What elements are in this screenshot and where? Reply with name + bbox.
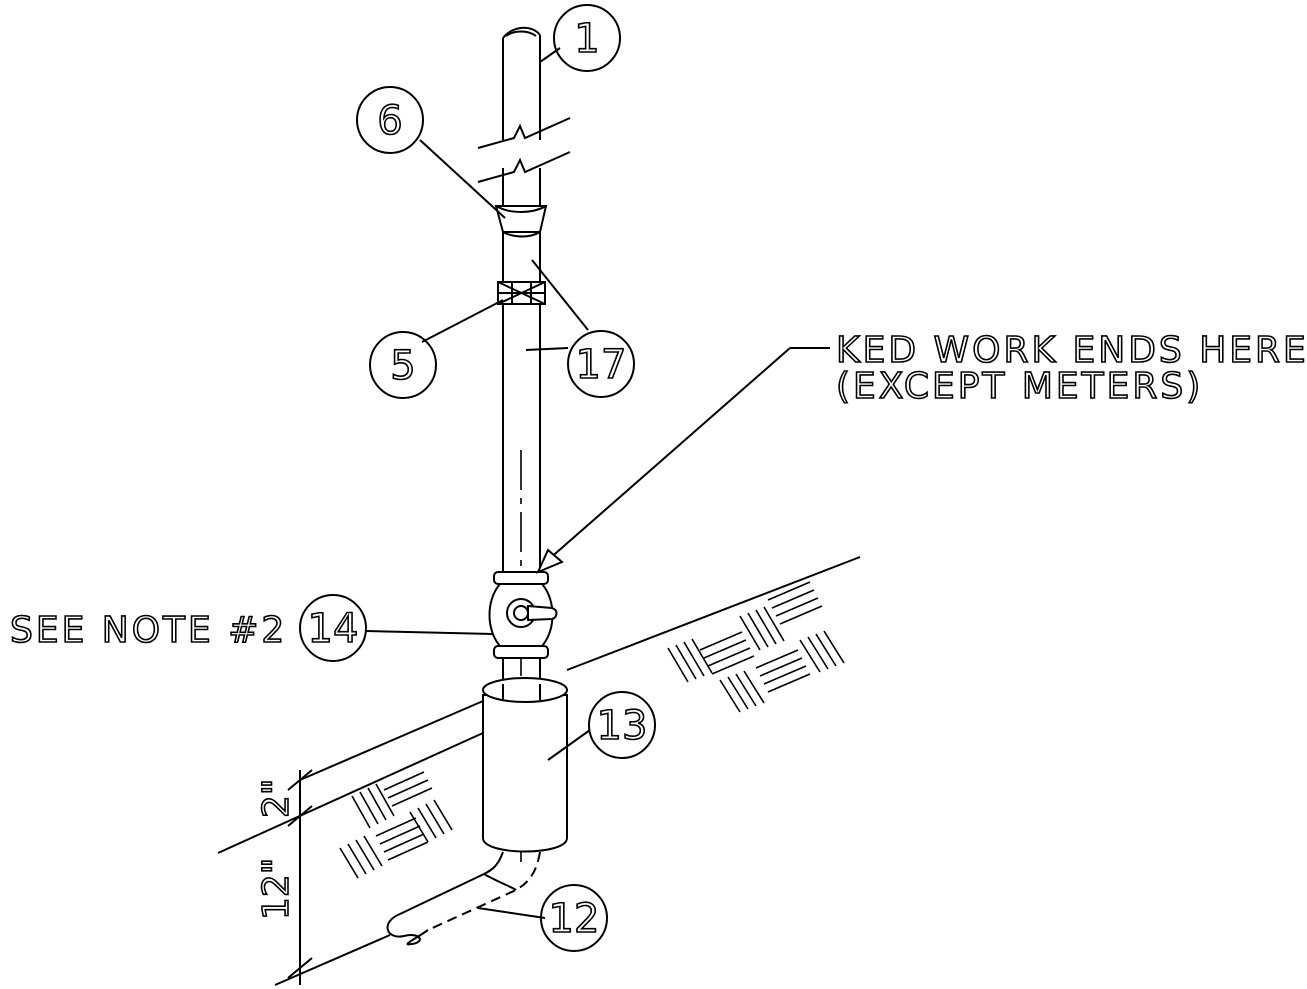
balloon-1: 1: [553, 4, 621, 72]
balloon-label: 6: [377, 98, 402, 144]
soil-hatch-right: [667, 581, 845, 713]
see-note-label: SEE NOTE #2: [10, 610, 287, 651]
ground-surface-lines: [217, 556, 861, 986]
balloon-label: 5: [390, 343, 415, 389]
balloon-12: 12: [540, 884, 608, 952]
service-line: [386, 851, 541, 946]
balloon-6: 6: [356, 86, 424, 154]
curb-valve: [488, 571, 558, 690]
balloon-label: 12: [549, 896, 600, 942]
union-nut: [497, 281, 546, 305]
balloon-label: 1: [574, 16, 599, 62]
upper-pipe: [502, 26, 541, 206]
balloon-5: 5: [369, 331, 437, 399]
coupling: [494, 205, 548, 238]
balloon-label: 17: [576, 342, 627, 388]
work-ends-note-line2: (EXCEPT METERS): [836, 366, 1203, 407]
dimension-depth-text: 12": [256, 858, 297, 920]
work-ends-note-line1: KED WORK ENDS HERE: [836, 330, 1307, 371]
balloon-14: 14: [299, 594, 367, 662]
dimension-lines: [287, 769, 313, 985]
balloon-17: 17: [567, 330, 635, 398]
leader-lines: [365, 47, 830, 919]
balloon-13: 13: [588, 691, 656, 759]
soil-hatch-left: [339, 771, 453, 879]
dimension-cover-text: 2": [256, 779, 297, 818]
balloon-label: 14: [308, 606, 359, 652]
pipe-sleeve: [482, 677, 568, 853]
pipe-break-symbol: [477, 117, 571, 183]
balloon-label: 13: [597, 703, 648, 749]
